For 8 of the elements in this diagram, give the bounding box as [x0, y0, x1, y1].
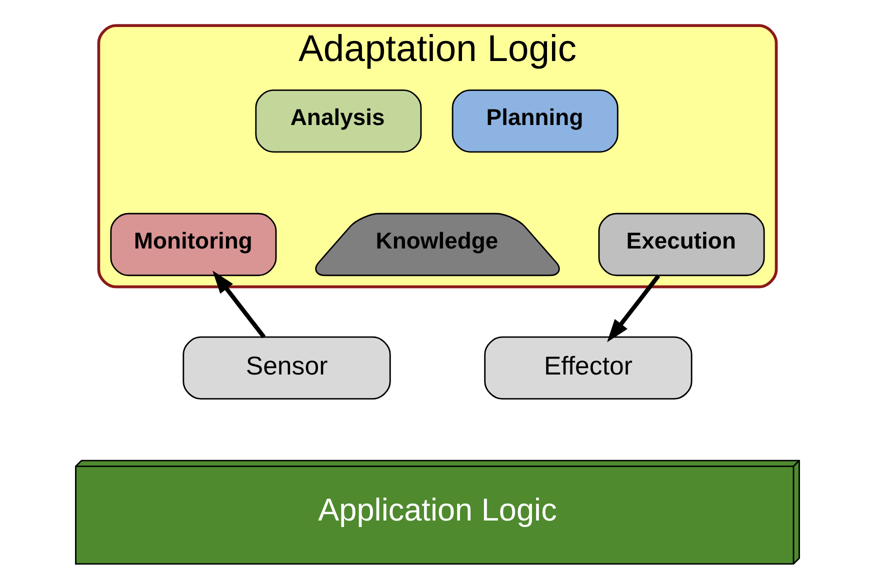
arrow [607, 274, 660, 342]
node-box: Analysis [255, 89, 422, 153]
arrow [212, 270, 266, 338]
node-box: Execution [598, 212, 765, 276]
node-box: Sensor [182, 336, 391, 400]
node-box: Planning [452, 89, 618, 153]
node-box: Monitoring [110, 212, 277, 276]
node-box: Effector [484, 336, 692, 400]
